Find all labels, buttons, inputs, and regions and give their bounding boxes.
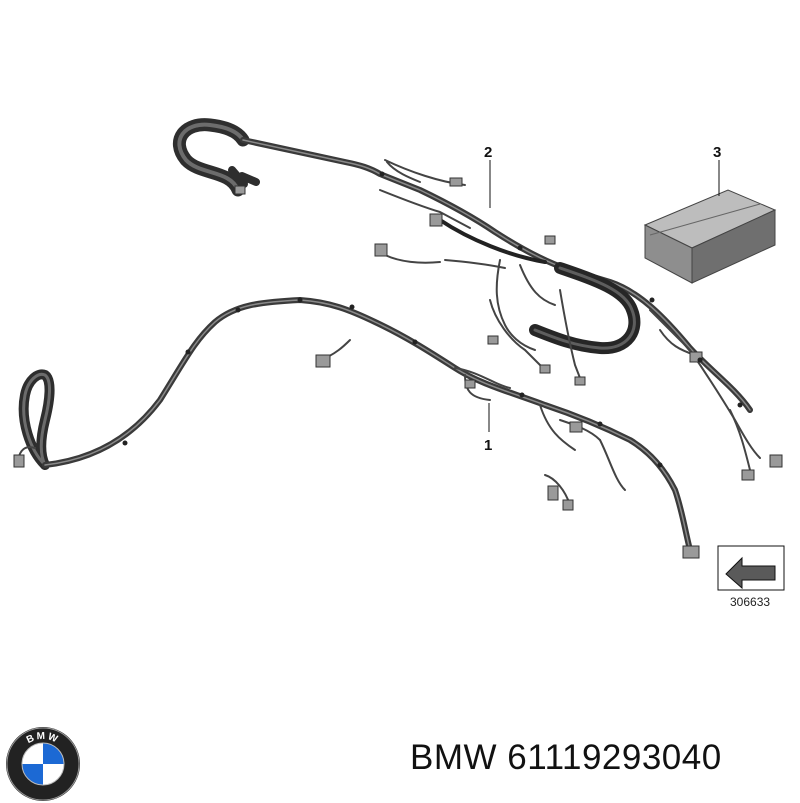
logo-letters: BMW [25, 731, 59, 746]
callout-3: 3 [713, 144, 721, 161]
reference-arrow-icon [725, 556, 776, 590]
callout-1: 1 [484, 437, 492, 454]
lower-trunk [42, 297, 693, 553]
cable-clips [122, 171, 743, 468]
upper-conduit-hook [173, 118, 250, 197]
upper-trunk [240, 137, 753, 413]
part-number: 61119293040 [507, 738, 722, 777]
callout-2: 2 [484, 144, 492, 161]
box-side [691, 209, 776, 284]
lower-connectors [13, 354, 700, 559]
reference-number: 306633 [730, 595, 770, 609]
bmw-logo: BMW [6, 727, 80, 801]
upper-connectors [234, 177, 783, 481]
control-box-3 [643, 189, 777, 284]
reference-icon: 306633 [717, 545, 785, 609]
upper-harness-2 [173, 118, 761, 471]
svg-text:BMW: BMW [25, 731, 61, 746]
brand-name: BMW [410, 738, 498, 777]
part-label: BMW 61119293040 [410, 738, 722, 778]
callouts: 2 3 1 [484, 144, 721, 454]
lower-harness-1 [17, 297, 693, 553]
